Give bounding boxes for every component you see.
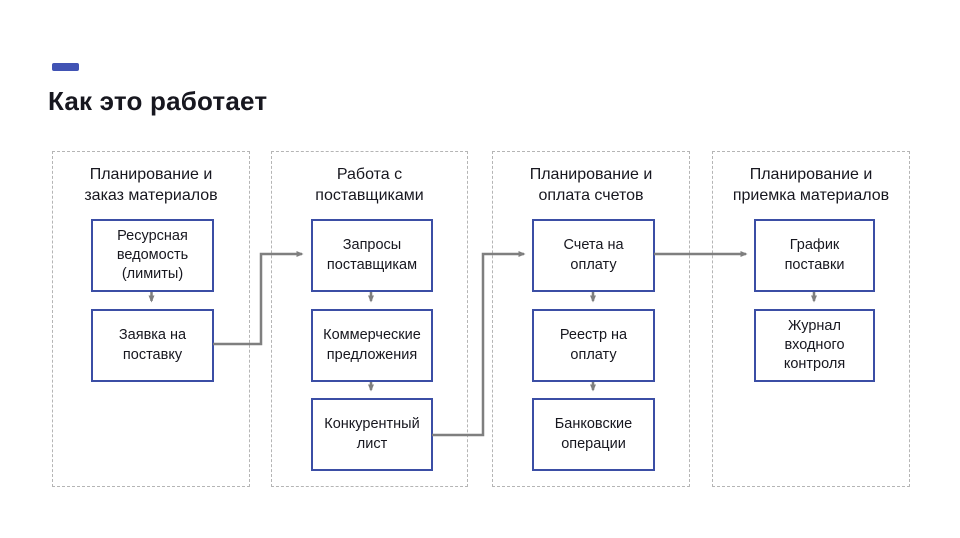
- stage-invoice-payment: Планирование и оплата счетов Счета на оп…: [492, 151, 690, 487]
- stage-material-acceptance: Планирование и приемка материалов График…: [712, 151, 910, 487]
- stage-title: Планирование и приемка материалов: [732, 166, 890, 205]
- stage-supplier-work: Работа с поставщиками Запросы поставщика…: [271, 151, 468, 487]
- box-supplier-requests: Запросы поставщикам: [311, 219, 433, 292]
- stage-title: Планирование и заказ материалов: [84, 166, 218, 205]
- box-delivery-schedule: График поставки: [754, 219, 875, 292]
- box-supply-request: Заявка на поставку: [91, 309, 214, 382]
- accent-dash: [52, 63, 79, 71]
- stage-title: Работа с поставщиками: [315, 166, 424, 205]
- box-resource-sheet: Ресурсная ведомость (лимиты): [91, 219, 214, 292]
- box-bank-operations: Банковские операции: [532, 398, 655, 471]
- box-payment-register: Реестр на оплату: [532, 309, 655, 382]
- box-invoices-for-payment: Счета на оплату: [532, 219, 655, 292]
- stage-title: Планирование и оплата счетов: [529, 166, 653, 205]
- stage-planning-and-ordering: Планирование и заказ материалов Ресурсна…: [52, 151, 250, 487]
- page-title: Как это работает: [48, 86, 268, 116]
- box-commercial-offers: Коммерческие предложения: [311, 309, 433, 382]
- box-incoming-control-log: Журнал входного контроля: [754, 309, 875, 382]
- box-competitive-sheet: Конкурентный лист: [311, 398, 433, 471]
